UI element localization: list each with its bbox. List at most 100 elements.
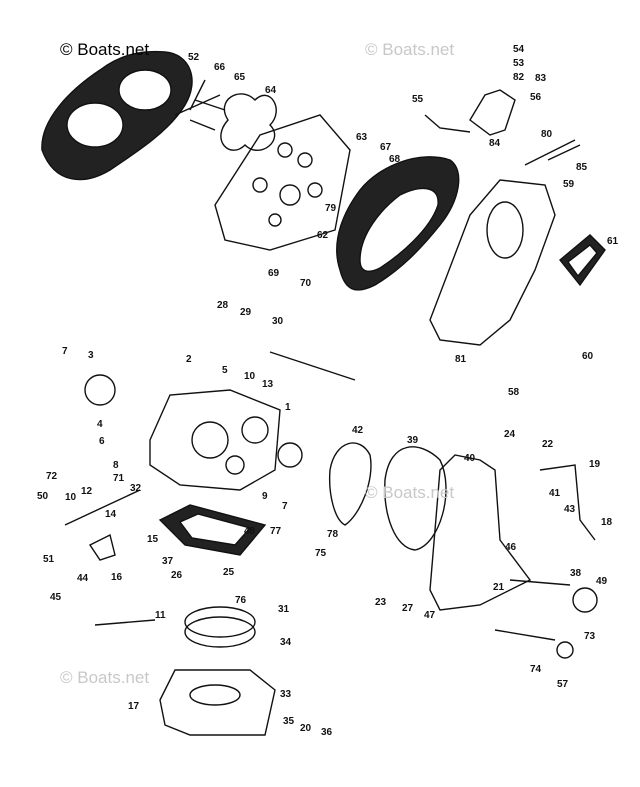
part-callout-27: 27 (402, 603, 414, 614)
part-callout-82: 82 (513, 72, 525, 83)
part-callout-44: 44 (77, 573, 89, 584)
part-callout-40: 40 (464, 453, 476, 464)
part-callout-34: 34 (280, 637, 292, 648)
part-callout-12: 12 (81, 486, 93, 497)
part-callout-8: 8 (113, 460, 119, 471)
throttle-shaft (269, 351, 356, 381)
part-callout-54: 54 (513, 44, 525, 55)
part-callout-9: 9 (262, 491, 268, 502)
pump-seal (556, 641, 574, 659)
part-callout-1: 1 (285, 402, 291, 413)
float (184, 606, 256, 648)
part-callout-74: 74 (530, 664, 542, 675)
part-callout-31: 31 (278, 604, 290, 615)
part-callout-46: 46 (505, 542, 517, 553)
part-callout-36: 36 (321, 727, 333, 738)
part-callout-48: 48 (244, 526, 256, 537)
part-callout-2: 2 (186, 354, 192, 365)
watermark-top-right: © Boats.net (365, 40, 455, 59)
part-callout-41: 41 (549, 488, 561, 499)
fuel-pump-plate (328, 442, 532, 611)
part-callout-68: 68 (389, 154, 401, 165)
part-callout-35: 35 (283, 716, 295, 727)
link-rod (64, 489, 141, 526)
part-callout-42: 42 (352, 425, 364, 436)
part-callout-11: 11 (155, 610, 166, 621)
part-callout-65: 65 (234, 72, 246, 83)
watermark-top-left: © Boats.net (60, 40, 150, 59)
watermark-bottom-left: © Boats.net (60, 668, 150, 687)
part-callout-85: 85 (576, 162, 588, 173)
part-callout-67: 67 (380, 142, 392, 153)
part-callout-6: 6 (99, 436, 105, 447)
pump-link (539, 464, 596, 541)
intake-gasket (336, 156, 460, 291)
part-callout-28: 28 (217, 300, 229, 311)
part-callout-78: 78 (327, 529, 339, 540)
part-callout-63: 63 (356, 132, 368, 143)
part-callout-84: 84 (489, 138, 501, 149)
part-callout-20: 20 (300, 723, 312, 734)
carburetor-body (84, 374, 303, 491)
part-callout-73: 73 (584, 631, 596, 642)
part-callout-45: 45 (50, 592, 62, 603)
part-callout-76: 76 (235, 595, 247, 606)
choke-lever (88, 533, 116, 561)
part-callout-66: 66 (214, 62, 226, 73)
part-callout-58: 58 (508, 387, 520, 398)
part-callout-33: 33 (280, 689, 292, 700)
part-callout-4: 4 (97, 419, 103, 430)
cover-plate (214, 114, 351, 251)
part-callout-23: 23 (375, 597, 387, 608)
choke-shaft (94, 619, 156, 626)
part-callout-62: 62 (317, 230, 329, 241)
pump-gear (572, 587, 598, 613)
part-callout-52: 52 (188, 52, 200, 63)
part-callout-61: 61 (607, 236, 619, 247)
part-callout-39: 39 (407, 435, 419, 446)
part-callout-30: 30 (272, 316, 284, 327)
part-callout-19: 19 (589, 459, 601, 470)
part-callout-7: 7 (282, 501, 288, 512)
part-callout-55: 55 (412, 94, 424, 105)
part-callout-72: 72 (46, 471, 58, 482)
part-callout-25: 25 (223, 567, 235, 578)
part-callout-49: 49 (596, 576, 608, 587)
part-callout-7: 7 (62, 346, 68, 357)
intake-manifold (429, 179, 606, 346)
part-callout-14: 14 (105, 509, 117, 520)
part-callout-64: 64 (265, 85, 277, 96)
part-callout-22: 22 (542, 439, 554, 450)
float-bowl (159, 669, 276, 736)
part-callout-53: 53 (513, 58, 525, 69)
part-callout-70: 70 (300, 278, 312, 289)
reed-assembly (174, 79, 277, 151)
part-callout-60: 60 (582, 351, 594, 362)
part-callout-77: 77 (270, 526, 282, 537)
part-callout-21: 21 (493, 582, 505, 593)
part-callout-71: 71 (113, 473, 125, 484)
part-callout-69: 69 (268, 268, 280, 279)
part-callout-24: 24 (504, 429, 516, 440)
part-callout-10: 10 (65, 492, 77, 503)
part-callout-50: 50 (37, 491, 49, 502)
part-callout-13: 13 (262, 379, 274, 390)
part-callout-29: 29 (240, 307, 252, 318)
pump-spindle (494, 629, 556, 641)
part-callout-17: 17 (128, 701, 140, 712)
part-callout-16: 16 (111, 572, 123, 583)
float-bowl-gasket (158, 504, 267, 556)
head-gasket (41, 50, 193, 181)
part-callout-47: 47 (424, 610, 436, 621)
part-callout-79: 79 (325, 203, 337, 214)
part-callout-37: 37 (162, 556, 174, 567)
watermark-middle-right: © Boats.net (365, 483, 455, 502)
part-callout-26: 26 (171, 570, 183, 581)
part-callout-56: 56 (530, 92, 542, 103)
pump-shaft (509, 579, 571, 586)
part-callout-18: 18 (601, 517, 613, 528)
part-callout-32: 32 (130, 483, 142, 494)
part-callout-57: 57 (557, 679, 569, 690)
